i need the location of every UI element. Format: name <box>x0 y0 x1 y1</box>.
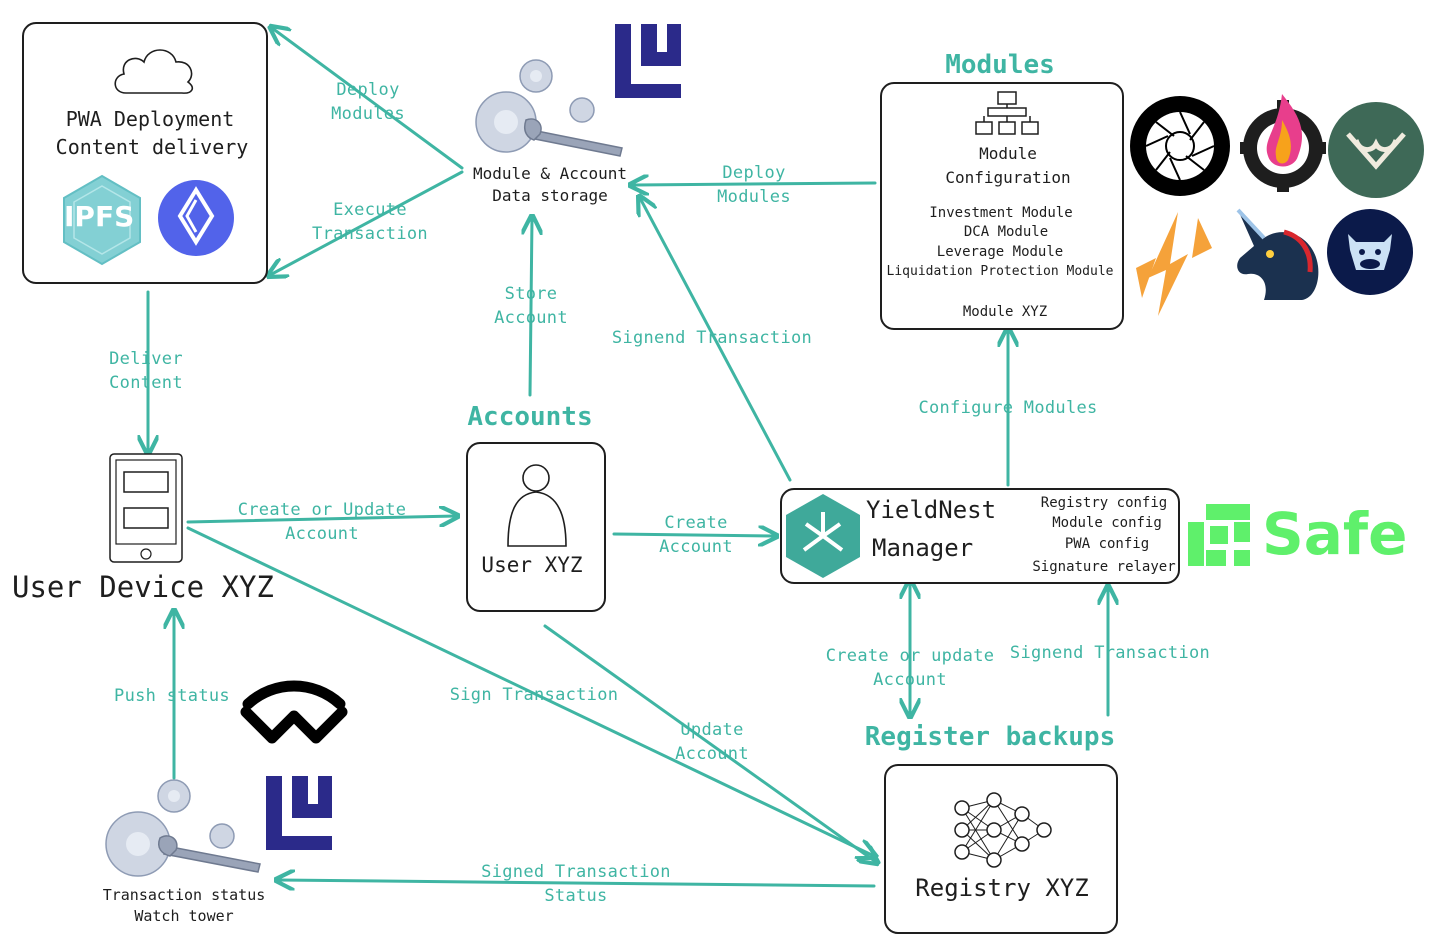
modules-config-line1: Module <box>979 144 1037 163</box>
label-update-account: Update Account <box>675 718 749 766</box>
flame-gear-logo-icon <box>1240 94 1326 192</box>
label-create-account-b: Account <box>659 537 733 557</box>
label-create-account-a: Create <box>664 513 728 533</box>
label-configure-modules: Configure Modules <box>918 398 1098 418</box>
label-execute-transaction-a: Execute <box>333 200 407 220</box>
storage-line2: Data storage <box>492 186 608 205</box>
label-deploy-modules-2-a: Deploy <box>722 163 786 183</box>
accounts-title: Accounts <box>467 402 593 432</box>
pwa-line2: Content delivery <box>55 135 249 159</box>
ipfs-logo-text: IPFS <box>64 200 135 233</box>
manager-config-relayer: Signature relayer <box>1032 559 1176 575</box>
safe-label: Safe <box>1262 500 1408 568</box>
tower-l2-logo-icon <box>266 776 332 850</box>
gears-wrench-icon <box>475 59 623 157</box>
label-deploy-modules-2-b: Modules <box>717 187 791 207</box>
label-signed-transaction-status-a: Signed Transaction <box>481 862 671 882</box>
l2-logo-icon <box>615 24 681 98</box>
label-create-update-account-a: Create or Update <box>237 500 407 520</box>
label-deploy-modules-1-b: Modules <box>331 104 405 124</box>
phone-icon <box>109 453 183 563</box>
label-execute-transaction: Execute Transaction <box>312 198 428 246</box>
ipfs-logo-icon <box>63 174 141 266</box>
gnosis-owl-icon <box>1328 102 1424 198</box>
edge-sign-transaction <box>186 526 874 856</box>
label-signed-transaction-status-b: Status <box>544 886 608 906</box>
label-store-account-a: Store <box>504 284 558 304</box>
label-signend-transaction-2: Signend Transaction <box>1009 643 1211 663</box>
tower-line1: Transaction status <box>102 886 266 904</box>
accounts-box <box>466 442 606 612</box>
label-deploy-modules-2: Deploy Modules <box>717 161 791 209</box>
label-deploy-modules-1: Deploy Modules <box>331 78 405 126</box>
storage-line1: Module & Account <box>472 164 628 183</box>
device-label: User Device XYZ <box>12 570 274 604</box>
modules-box <box>880 82 1124 330</box>
edge-create-account <box>612 534 775 536</box>
lightning-logo-icon <box>1136 212 1212 316</box>
module-item-leverage: Leverage Module <box>936 244 1064 260</box>
person-icon <box>507 464 567 547</box>
label-deliver-content-b: Content <box>109 373 183 393</box>
label-deliver-content-a: Deliver <box>109 349 183 369</box>
edge-deploy-modules-pwa <box>272 28 464 170</box>
label-signed-transaction-status: Signed Transaction Status <box>481 860 671 908</box>
neural-network-icon <box>954 792 1052 868</box>
hierarchy-icon <box>975 91 1039 135</box>
edge-create-update-account <box>186 516 456 522</box>
yieldnest-logo-icon <box>786 494 860 578</box>
label-create-update-account-b: Account <box>285 524 359 544</box>
manager-config-pwa: PWA config <box>1064 536 1150 552</box>
cow-logo-icon <box>1327 209 1413 295</box>
edge-signend-transaction-1 <box>640 198 792 482</box>
edge-signed-transaction-status <box>278 880 876 886</box>
label-store-account-b: Account <box>494 308 568 328</box>
pwa-line1: PWA Deployment <box>65 107 235 131</box>
unicorn-logo-icon <box>1236 208 1319 300</box>
module-item-liquidation: Liquidation Protection Module <box>886 264 1114 279</box>
registry-label: Registry XYZ <box>915 874 1089 902</box>
ens-logo-icon <box>158 180 234 256</box>
label-deliver-content: Deliver Content <box>109 347 183 395</box>
label-sign-transaction: Sign Transaction <box>449 685 619 705</box>
label-deploy-modules-1-a: Deploy <box>336 80 400 100</box>
label-signend-transaction-1: Signend Transaction <box>611 328 813 348</box>
label-execute-transaction-b: Transaction <box>312 224 428 244</box>
modules-title: Modules <box>945 50 1055 80</box>
edge-store-account <box>530 218 532 397</box>
manager-config-registry: Registry config <box>1040 495 1168 511</box>
walletconnect-icon <box>240 680 348 744</box>
aperture-logo-icon <box>1130 96 1230 196</box>
label-update-account-a: Update <box>680 720 744 740</box>
edge-update-account <box>543 624 876 862</box>
manager-line2: Manager <box>872 534 974 562</box>
module-item-xyz: Module XYZ <box>962 304 1048 320</box>
modules-config-line2: Configuration <box>945 168 1071 187</box>
label-create-update-account: Create or Update Account <box>238 498 407 546</box>
registry-title: Register backups <box>864 722 1116 752</box>
manager-line1: YieldNest <box>866 496 997 524</box>
tower-line2: Watch tower <box>134 907 234 925</box>
manager-config-module: Module config <box>1052 515 1162 531</box>
module-item-dca: DCA Module <box>963 224 1049 240</box>
label-create-account: Create Account <box>659 511 733 559</box>
module-item-investment: Investment Module <box>929 205 1073 221</box>
label-update-account-b: Account <box>675 744 749 764</box>
edge-execute-transaction <box>270 170 464 275</box>
cloud-icon <box>114 49 194 94</box>
label-push-status: Push status <box>114 686 230 706</box>
safe-logo-icon <box>1188 504 1250 566</box>
label-create-update-account-2-a: Create or update <box>825 646 995 666</box>
tower-gears-wrench-icon <box>105 779 261 877</box>
accounts-user: User XYZ <box>481 553 583 577</box>
label-store-account: Store Account <box>494 282 568 330</box>
label-create-update-account-2-b: Account <box>873 670 947 690</box>
edge-deploy-modules-storage <box>632 183 877 185</box>
label-create-update-account-2: Create or update Account <box>826 644 995 692</box>
